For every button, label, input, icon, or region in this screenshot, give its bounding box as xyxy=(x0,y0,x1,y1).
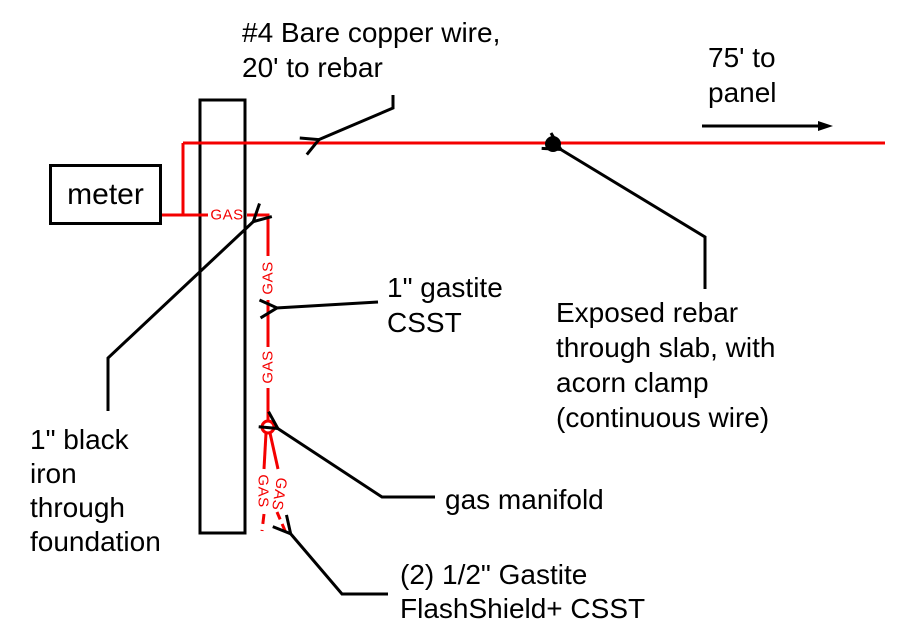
foundation-wall xyxy=(198,98,247,535)
gas-branch-left-dashed xyxy=(260,513,266,532)
label-gastite-csst: 1" gastite CSST xyxy=(387,272,503,338)
leader-exposed-rebar xyxy=(541,132,707,289)
label-black-iron: 1" black iron through foundation xyxy=(30,424,161,557)
gas-branch-right-solid xyxy=(268,432,280,470)
leader-copper-wire xyxy=(299,95,395,156)
rebar-clamp-dot xyxy=(545,136,561,152)
gas-tag-riser-upper: GAS xyxy=(259,261,277,295)
gas-tag-riser-lower: GAS xyxy=(259,350,277,384)
label-gas-manifold: gas manifold xyxy=(445,484,604,515)
meter-label: meter xyxy=(67,177,144,211)
meter-box: meter xyxy=(49,164,162,225)
label-copper-wire: #4 Bare copper wire, 20' to rebar xyxy=(242,17,501,83)
leader-gastite xyxy=(258,298,379,320)
gas-line-corner xyxy=(247,213,270,256)
leader-gas-manifold xyxy=(258,410,435,499)
label-exposed-rebar: Exposed rebar through slab, with acorn c… xyxy=(556,297,776,433)
gas-branch-right-dashed xyxy=(275,511,288,534)
gas-tag-horizontal: GAS xyxy=(210,206,244,224)
leader-black-iron xyxy=(106,203,273,411)
gas-manifold-circle xyxy=(260,419,276,435)
leader-flashshield xyxy=(272,514,388,596)
label-panel-distance: 75' to panel xyxy=(708,42,777,108)
gas-branch-left-solid xyxy=(262,432,268,470)
label-flashshield-csst: (2) 1/2" Gastite FlashShield+ CSST xyxy=(400,559,646,624)
